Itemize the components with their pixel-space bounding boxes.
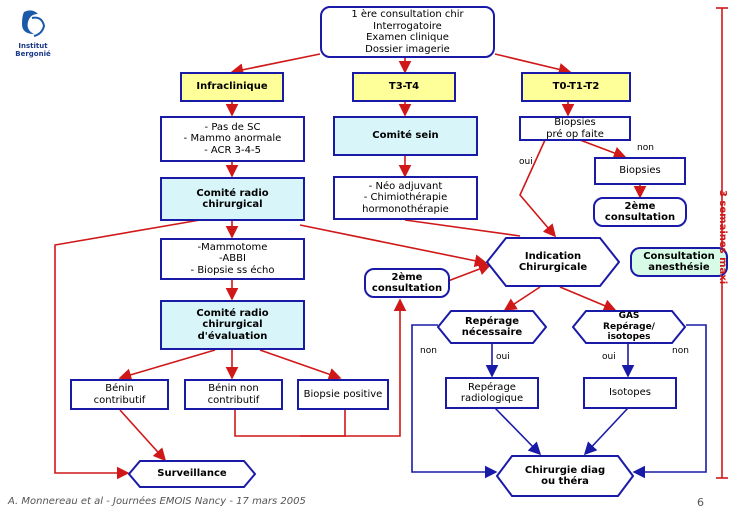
benin-contributif-box: Bénin contributif — [70, 379, 169, 410]
comite-radio-chirurgical-text: Comité radio chirurgical — [196, 187, 269, 211]
edge-label-oui-right: oui — [602, 352, 616, 362]
biopsies-pre-op-text: Biopsies pré op faite — [546, 117, 604, 140]
indication-chirurgicale-node: Indication Chirurgicale — [486, 237, 620, 287]
surveillance-text: Surveillance — [157, 468, 227, 480]
biopsies-text: Biopsies — [619, 165, 661, 177]
edge-label-non-right: non — [672, 346, 689, 356]
t0-t1-t2-text: T0-T1-T2 — [552, 81, 600, 93]
t3-t4-text: T3-T4 — [388, 81, 420, 93]
comite-sein-box: Comité sein — [333, 116, 478, 156]
comite-radio-chirurgical-box: Comité radio chirurgical — [160, 177, 305, 221]
comite-sein-text: Comité sein — [372, 130, 439, 142]
reperage-radiologique-text: Repérage radiologique — [460, 381, 524, 405]
institut-bergonie-logo: Institut Bergonié — [12, 8, 54, 58]
side-duration-label: 3 semaines maxi — [717, 190, 728, 285]
chirurgie-node: Chirurgie diag ou théra — [496, 455, 634, 497]
comite-evaluation-box: Comité radio chirurgical d'évaluation — [160, 300, 305, 350]
reperage-necessaire-node: Repérage nécessaire — [437, 310, 547, 344]
red-arrows — [54, 7, 728, 480]
second-consultation-mid-box: 2ème consultation — [364, 268, 450, 298]
biopsies-pre-op-box: Biopsies pré op faite — [519, 116, 631, 141]
first-consultation-box: 1 ère consultation chir Interrogatoire E… — [320, 6, 495, 58]
infraclinique-box: Infraclinique — [180, 72, 284, 102]
edge-label-non-top: non — [637, 143, 654, 153]
footer-credit: A. Monnereau et al - Journées EMOIS Nanc… — [8, 496, 306, 507]
pas-de-sc-box: - Pas de SC - Mammo anormale - ACR 3-4-5 — [160, 116, 305, 162]
isotopes-text: Isotopes — [608, 387, 652, 399]
blue-arrows — [411, 324, 707, 479]
biopsie-positive-box: Biopsie positive — [297, 379, 389, 410]
benin-contributif-text: Bénin contributif — [93, 383, 146, 406]
neo-adjuvant-text: - Néo adjuvant - Chimiothérapie hormonot… — [362, 180, 449, 215]
edge-label-non-left: non — [420, 346, 437, 356]
isotopes-box: Isotopes — [583, 377, 677, 409]
gas-reperage-text: GAS Repérage/ isotopes — [603, 311, 655, 343]
mammotome-text: -Mammotome -ABBI - Biopsie ss écho — [190, 241, 275, 276]
chirurgie-text: Chirurgie diag ou théra — [524, 464, 606, 488]
neo-adjuvant-box: - Néo adjuvant - Chimiothérapie hormonot… — [333, 176, 478, 220]
second-consultation-right-box: 2ème consultation — [593, 197, 687, 227]
first-consultation-text: 1 ère consultation chir Interrogatoire E… — [351, 9, 464, 55]
mammotome-box: -Mammotome -ABBI - Biopsie ss écho — [160, 238, 305, 280]
page-number: 6 — [697, 496, 704, 509]
biopsies-box: Biopsies — [594, 157, 686, 185]
edge-label-oui-top: oui — [519, 157, 533, 167]
consultation-anesthesie-text: Consultation anesthésie — [643, 250, 715, 274]
benin-non-contributif-box: Bénin non contributif — [184, 379, 283, 410]
comite-evaluation-text: Comité radio chirurgical d'évaluation — [196, 307, 269, 342]
second-consultation-mid-text: 2ème consultation — [371, 271, 443, 295]
reperage-necessaire-text: Repérage nécessaire — [461, 315, 523, 339]
benin-non-contributif-text: Bénin non contributif — [207, 383, 260, 406]
reperage-radiologique-box: Repérage radiologique — [445, 377, 539, 409]
gas-reperage-node: GAS Repérage/ isotopes — [572, 310, 686, 344]
logo-mark-icon — [22, 10, 46, 37]
t0-t1-t2-box: T0-T1-T2 — [521, 72, 631, 102]
biopsie-positive-text: Biopsie positive — [303, 388, 383, 400]
logo-text-line2: Bergonié — [15, 50, 51, 58]
surveillance-node: Surveillance — [128, 460, 256, 488]
infraclinique-text: Infraclinique — [196, 81, 268, 93]
edge-label-oui-left: oui — [496, 352, 510, 362]
logo-text-line1: Institut — [18, 42, 48, 50]
t3-t4-box: T3-T4 — [352, 72, 456, 102]
consultation-anesthesie-box: Consultation anesthésie — [630, 247, 728, 277]
pas-de-sc-text: - Pas de SC - Mammo anormale - ACR 3-4-5 — [183, 121, 282, 156]
second-consultation-right-text: 2ème consultation — [604, 200, 676, 224]
indication-chirurgicale-text: Indication Chirurgicale — [518, 250, 588, 274]
